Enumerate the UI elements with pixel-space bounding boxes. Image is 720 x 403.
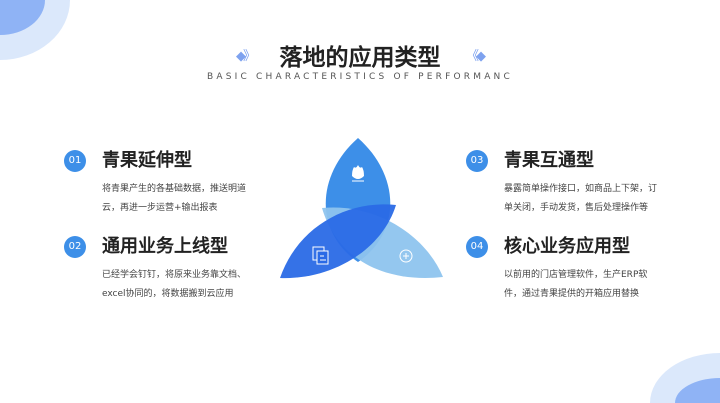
arrow-left-icon: 《◆ <box>466 49 486 64</box>
item-title: 青果延伸型 <box>102 150 192 171</box>
item-description: 已经学会钉钉，将原来业务靠文档、excel协同的，将数据搬到云应用 <box>102 270 247 299</box>
number-badge: 04 <box>466 236 488 258</box>
arrow-right-icon: ◆》 <box>236 49 256 64</box>
page-subtitle: BASIC CHARACTERISTICS OF PERFORMANC <box>207 72 513 82</box>
petal-left <box>280 204 396 279</box>
page-title: 落地的应用类型 <box>279 45 441 71</box>
flower-icon <box>352 165 364 182</box>
number-badge: 02 <box>64 236 86 258</box>
item-title: 通用业务上线型 <box>102 236 228 257</box>
item-description: 以前用的门店管理软件，生产ERP软件，通过青果提供的开箱应用替换 <box>504 270 648 299</box>
number-badge: 01 <box>64 150 86 172</box>
plus-circle-icon <box>399 249 413 263</box>
number-badge: 03 <box>466 150 488 172</box>
item-title: 青果互通型 <box>504 150 594 171</box>
item-description: 暴露简单操作接口，如商品上下架，订单关闭，手动发货，售后处理操作等 <box>504 184 658 213</box>
item-title: 核心业务应用型 <box>504 236 630 257</box>
item-description: 将青果产生的各基础数据，推送明道云，再进一步运营+输出报表 <box>102 184 247 213</box>
document-icon <box>312 246 329 265</box>
